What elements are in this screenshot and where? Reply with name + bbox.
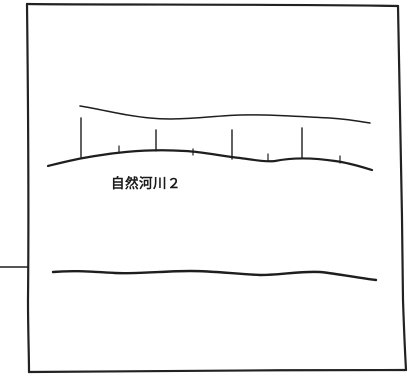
frame-left-edge [25, 2, 31, 374]
river-label: 自然河川２ [111, 176, 181, 192]
sketch-frame [25, 2, 408, 374]
frame-right-edge [396, 4, 408, 372]
river-water-line [46, 149, 374, 172]
bank-posts [80, 117, 341, 164]
frame-bottom-edge [27, 368, 408, 374]
frame-top-edge [25, 2, 400, 8]
upper-bank-line [79, 105, 371, 124]
ground-line [51, 269, 378, 282]
